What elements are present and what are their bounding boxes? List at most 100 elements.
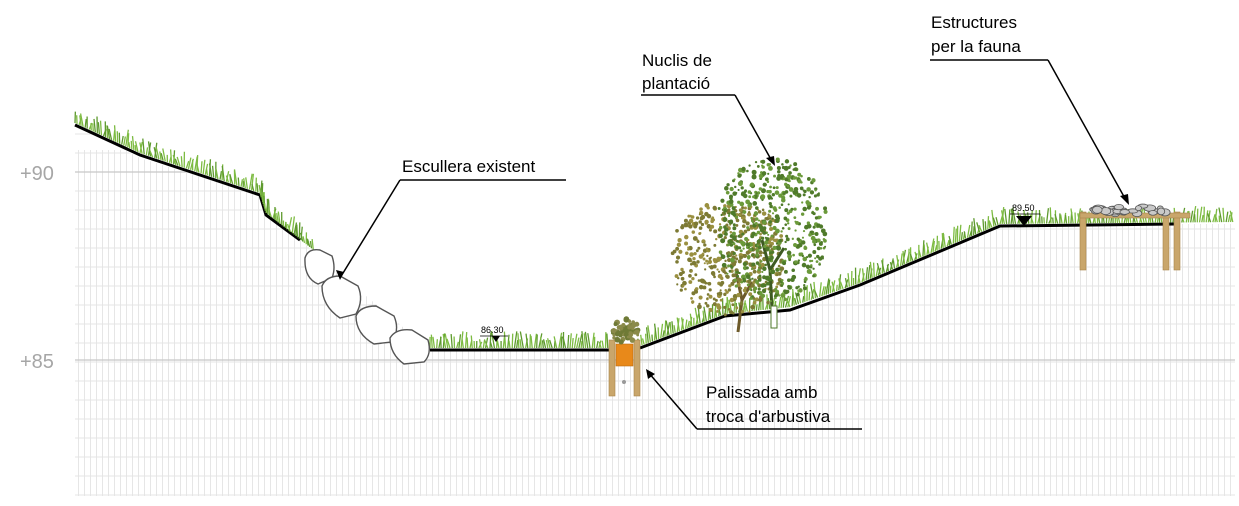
leaf — [693, 221, 699, 227]
leaf — [806, 205, 811, 210]
leaf — [712, 264, 717, 269]
arrowhead-icon — [1120, 194, 1129, 205]
stone — [1135, 205, 1142, 212]
leaf — [824, 245, 827, 248]
leaf — [742, 261, 747, 267]
leaf — [725, 274, 728, 278]
leaf — [771, 279, 774, 282]
leaf — [745, 274, 751, 280]
grass-blade — [847, 273, 851, 287]
leaf — [816, 223, 821, 228]
leaf — [723, 305, 727, 309]
arrowhead-icon — [766, 156, 775, 166]
grass-blade — [147, 141, 152, 157]
leaf — [733, 178, 736, 181]
leaf — [691, 230, 696, 234]
leaf — [782, 261, 787, 266]
leaf — [751, 174, 757, 180]
leaf — [762, 266, 767, 271]
leaf — [698, 254, 704, 259]
leaf — [728, 284, 732, 288]
grass-blade — [1012, 209, 1017, 224]
callout-text-estructures-2: per la fauna — [931, 37, 1021, 56]
grass-blade — [987, 216, 990, 230]
grass-blade — [1045, 208, 1050, 224]
leaf — [723, 232, 728, 236]
grass-blade — [172, 154, 177, 166]
grass-blade — [952, 226, 955, 244]
leaf — [709, 227, 712, 231]
leaf — [732, 212, 737, 217]
grass-blade — [733, 299, 736, 314]
rock — [389, 328, 431, 365]
leaf — [781, 165, 786, 170]
grass-blade — [125, 129, 129, 147]
leaf — [697, 279, 701, 282]
grass-blade — [248, 173, 253, 190]
leaf — [798, 252, 803, 257]
grass-blade — [536, 334, 538, 349]
grass-blade — [1225, 211, 1229, 223]
grass-blade — [922, 240, 925, 257]
leaf — [786, 174, 792, 180]
leaf — [801, 201, 804, 204]
leaf — [727, 214, 731, 218]
leaf — [768, 255, 771, 259]
leaf — [692, 256, 696, 261]
leaf — [727, 258, 732, 263]
level-mark-channel: 86.30 — [480, 325, 508, 342]
leaf — [764, 177, 769, 182]
grass-blade — [285, 222, 288, 230]
leaf — [628, 319, 632, 323]
grass-blade — [569, 333, 572, 349]
grass-blade — [821, 286, 825, 297]
leaf — [752, 201, 758, 206]
leaf — [750, 283, 755, 288]
grass-blade — [1218, 207, 1223, 223]
leaf — [694, 287, 699, 291]
leaf — [737, 181, 743, 187]
grass-blade — [689, 313, 693, 327]
leaf — [727, 208, 731, 212]
leaf — [772, 206, 777, 211]
grass-blade — [256, 183, 259, 193]
leaf — [723, 292, 727, 297]
leaf — [697, 246, 701, 250]
leaf — [746, 283, 750, 287]
timber-post — [1162, 211, 1170, 271]
leaf — [699, 216, 704, 221]
grass-blade — [549, 339, 553, 349]
leaf — [726, 183, 730, 187]
grass-blade — [267, 208, 272, 218]
grass-blade — [958, 224, 962, 242]
leaf — [753, 290, 757, 294]
leaf — [715, 237, 718, 241]
leaf — [799, 186, 804, 191]
grass-blade — [286, 223, 292, 233]
leaf — [757, 278, 762, 282]
grass-blade — [93, 118, 96, 133]
leaf — [794, 176, 798, 179]
grass-blade — [533, 333, 538, 349]
leaf — [732, 226, 737, 231]
grass-blade — [263, 203, 266, 211]
grass-blade — [596, 340, 599, 349]
leaf — [731, 273, 736, 278]
callout-leader — [734, 94, 774, 164]
trees — [670, 157, 828, 333]
leaf — [812, 267, 815, 270]
leaf — [681, 223, 684, 227]
leaf — [732, 223, 736, 227]
leaf — [787, 184, 790, 188]
leaf — [729, 243, 734, 247]
leaf — [767, 233, 770, 236]
leaf — [768, 163, 772, 166]
leaf — [743, 206, 747, 210]
grass-blade — [941, 233, 944, 248]
leaf — [675, 228, 679, 233]
grass-blade — [1229, 210, 1234, 223]
leaf — [764, 183, 767, 186]
leaf — [718, 223, 722, 226]
leaf — [787, 227, 791, 231]
leaf — [750, 216, 753, 220]
